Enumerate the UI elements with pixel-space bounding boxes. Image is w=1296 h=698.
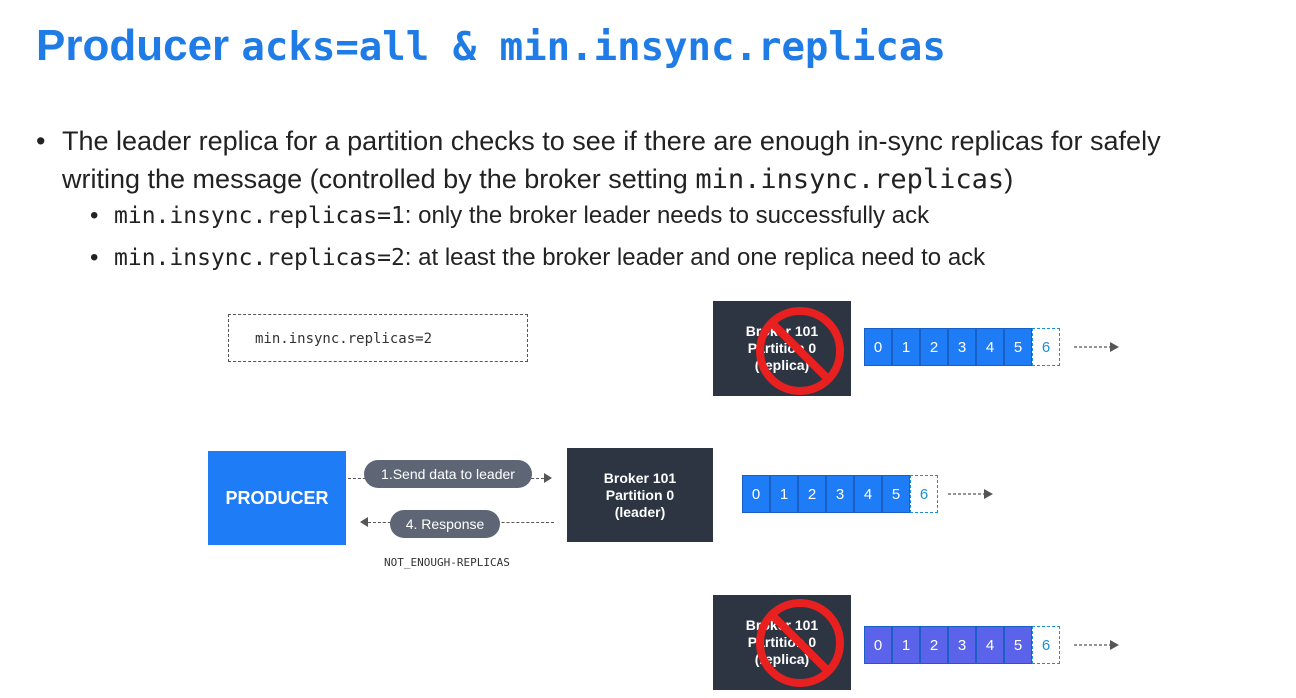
log-offset-cell: 3 — [826, 475, 854, 513]
log-arrow-icon — [1074, 342, 1119, 352]
bullet-sub-1-text: : only the broker leader needs to succes… — [404, 202, 930, 229]
response-label-pill: 4. Response — [390, 510, 500, 538]
title-code: acks=all & min.insync.replicas — [241, 25, 946, 70]
log-pending-cell: 6 — [1032, 626, 1060, 664]
log-arrow-icon — [1074, 640, 1119, 650]
bullet-sub-2: • min.insync.replicas=2: at least the bro… — [90, 242, 985, 274]
response-arrow-head — [360, 517, 368, 527]
log-offset-cell: 3 — [948, 328, 976, 366]
bullet-dot: • — [36, 126, 46, 156]
log-offset-cell: 4 — [976, 626, 1004, 664]
config-box: min.insync.replicas=2 — [228, 314, 528, 362]
log-arrow-icon — [948, 489, 993, 499]
log-pending-cell: 6 — [910, 475, 938, 513]
bullet-sub-1: • min.insync.replicas=1: only the broker … — [90, 200, 929, 232]
log-offset-cell: 1 — [892, 626, 920, 664]
log-offset-cell: 1 — [892, 328, 920, 366]
prohibited-icon — [756, 307, 844, 395]
log-offset-cell: 4 — [854, 475, 882, 513]
bullet-main-text: The leader replica for a partition check… — [62, 126, 1161, 194]
bullet-sub-2-code: min.insync.replicas=2 — [114, 245, 405, 271]
bullet-dot: • — [90, 244, 99, 271]
log-offset-cell: 5 — [1004, 626, 1032, 664]
log-offset-cell: 0 — [864, 626, 892, 664]
broker-leader: Broker 101 Partition 0 (leader) — [567, 448, 713, 542]
title-word: Producer — [36, 21, 230, 70]
bullet-main-close: ) — [1004, 164, 1014, 194]
log-offset-cell: 2 — [798, 475, 826, 513]
broker-leader-label: Broker 101 Partition 0 (leader) — [603, 469, 677, 520]
bullet-dot: • — [90, 202, 99, 229]
producer-box: PRODUCER — [208, 451, 346, 545]
prohibited-icon — [756, 599, 844, 687]
bullet-sub-2-text: : at least the broker leader and one rep… — [404, 244, 986, 271]
bullet-sub-1-code: min.insync.replicas=1 — [114, 203, 405, 229]
log-offset-cell: 2 — [920, 626, 948, 664]
log-offset-cell: 5 — [882, 475, 910, 513]
log-offset-cell: 2 — [920, 328, 948, 366]
log-offset-cell: 4 — [976, 328, 1004, 366]
log-offset-cell: 0 — [864, 328, 892, 366]
error-label: NOT_ENOUGH-REPLICAS — [384, 556, 510, 569]
log-offset-cell: 1 — [770, 475, 798, 513]
log-offset-cell: 3 — [948, 626, 976, 664]
log-offset-cell: 0 — [742, 475, 770, 513]
bullet-main-code: min.insync.replicas — [695, 164, 1005, 195]
send-arrow-head — [544, 473, 552, 483]
log-pending-cell: 6 — [1032, 328, 1060, 366]
log-offset-cell: 5 — [1004, 328, 1032, 366]
send-label-pill: 1.Send data to leader — [364, 460, 532, 488]
page-title: Producer acks=all & min.insync.replicas — [36, 18, 946, 76]
